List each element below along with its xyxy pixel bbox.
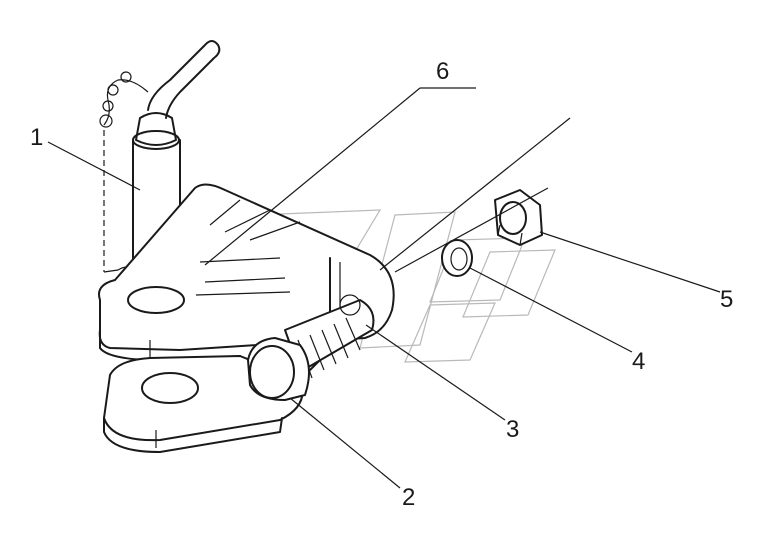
leader-6c bbox=[379, 117, 571, 271]
callout-label-5: 5 bbox=[720, 286, 734, 313]
leader-1 bbox=[47, 141, 141, 191]
nut-part-5 bbox=[494, 189, 543, 246]
callout-label-3: 3 bbox=[506, 416, 520, 443]
leader-2 bbox=[289, 397, 401, 489]
leader-3 bbox=[365, 324, 506, 421]
leader-lines bbox=[47, 87, 721, 489]
callout-label-4: 4 bbox=[632, 348, 646, 375]
callout-label-2: 2 bbox=[402, 484, 416, 511]
callout-label-1: 1 bbox=[30, 124, 44, 151]
leader-4 bbox=[469, 267, 633, 353]
callout-label-6: 6 bbox=[436, 58, 450, 85]
bolt-part-2 bbox=[247, 294, 375, 401]
washer-part-4 bbox=[441, 239, 473, 277]
leader-6b bbox=[204, 87, 421, 266]
leader-6d bbox=[394, 187, 549, 273]
leader-5 bbox=[539, 231, 721, 293]
